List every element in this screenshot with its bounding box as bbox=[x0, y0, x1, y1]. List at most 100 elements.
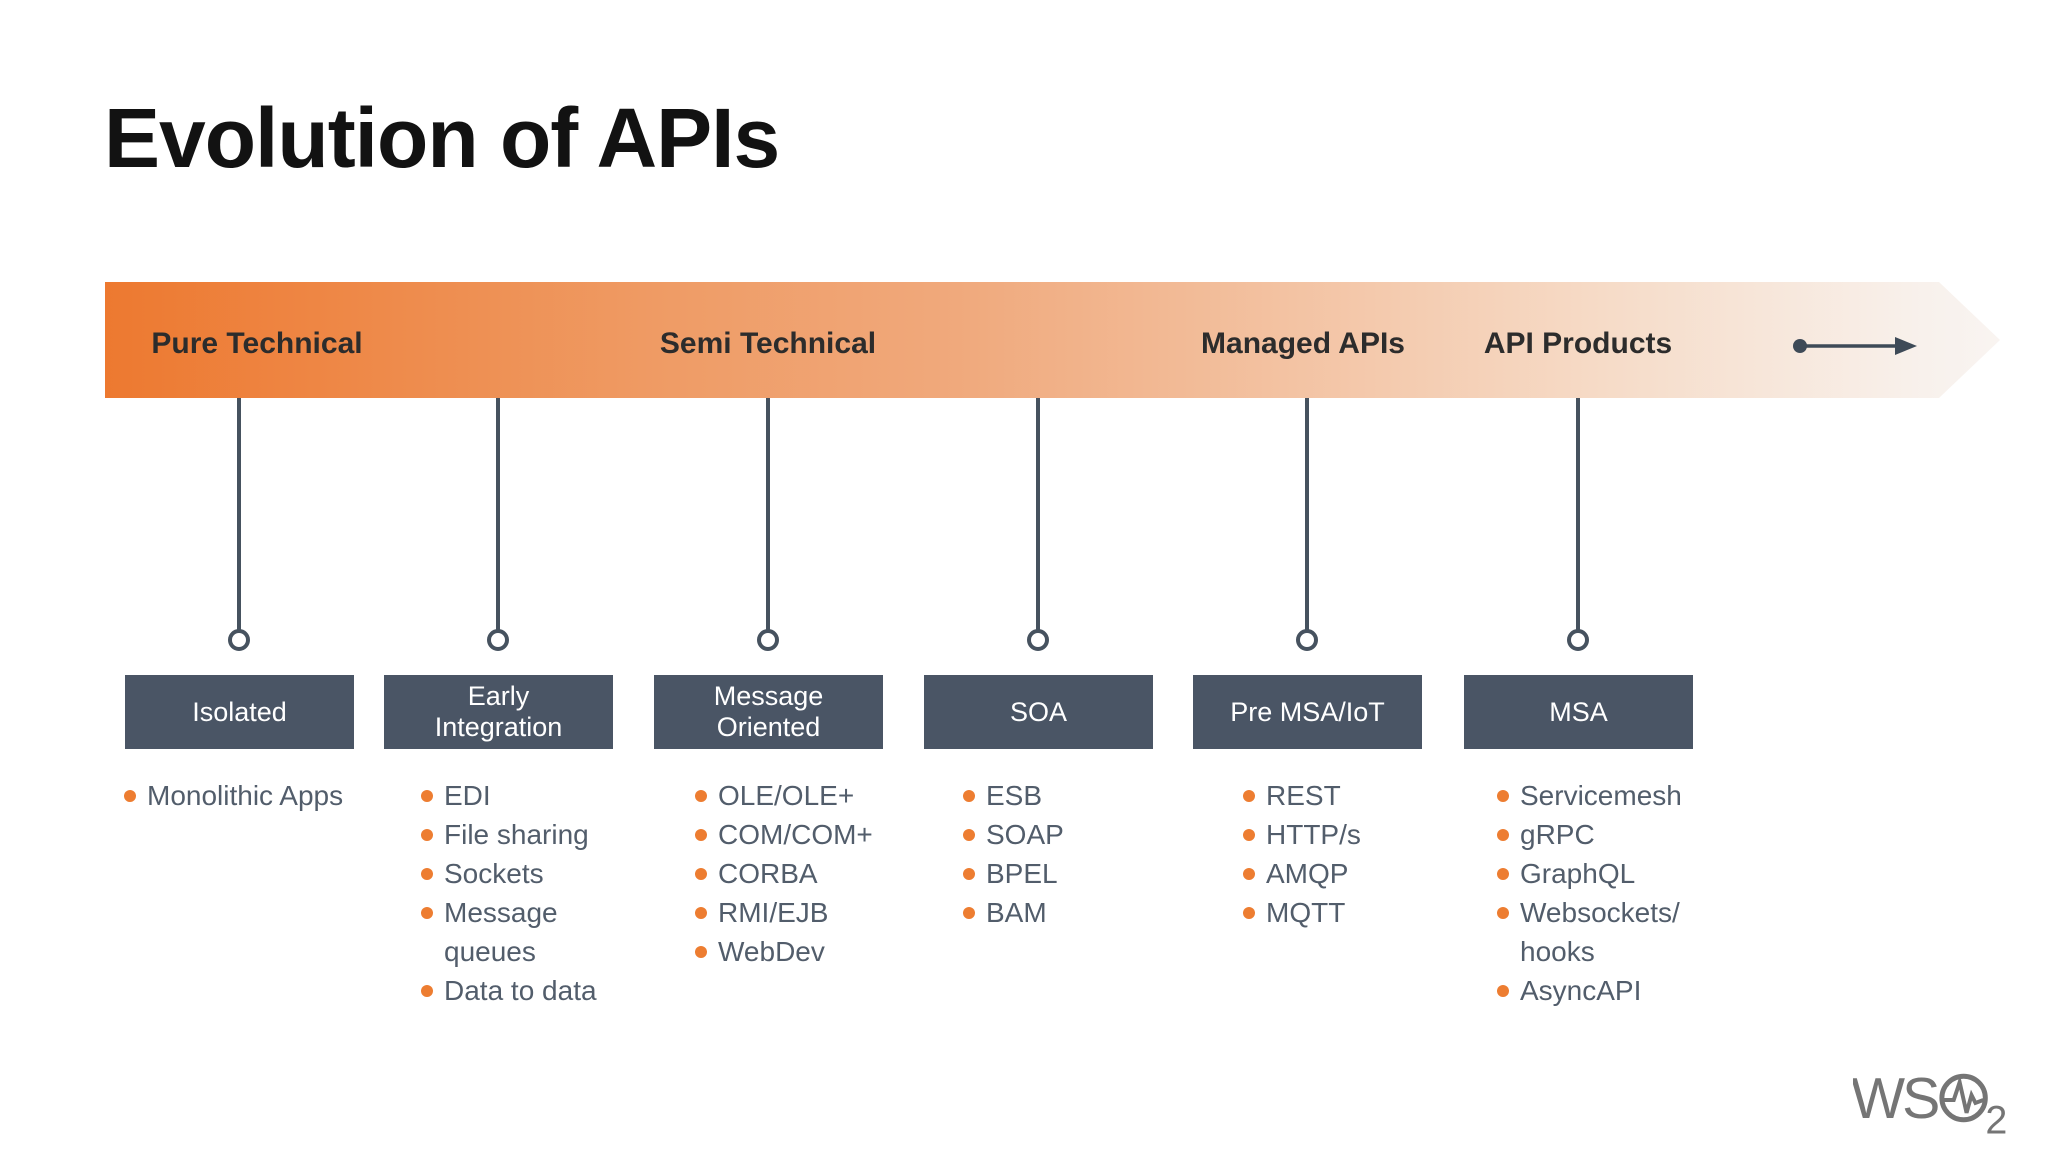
bullet-dot-icon bbox=[124, 790, 136, 802]
list-item-label: CORBA bbox=[718, 858, 818, 889]
stage-box-early-integration: Early Integration bbox=[384, 675, 613, 749]
bullet-dot-icon bbox=[695, 907, 707, 919]
wso2-logo: WS 2 bbox=[1853, 1067, 2007, 1138]
list-item: BAM bbox=[963, 893, 1213, 932]
connector-line bbox=[766, 398, 770, 630]
list-item-label: ESB bbox=[986, 780, 1043, 811]
list-item: File sharing bbox=[421, 815, 671, 854]
phase-label-api-products: API Products bbox=[1483, 327, 1673, 360]
list-item-label: Monolithic Apps bbox=[147, 780, 344, 811]
list-item: COM/COM+ bbox=[695, 815, 945, 854]
list-item-label: HTTP/s bbox=[1266, 819, 1361, 850]
connector-line bbox=[1305, 398, 1309, 630]
list-item: SOAP bbox=[963, 815, 1213, 854]
stage-box-pre-msa-iot: Pre MSA/IoT bbox=[1193, 675, 1422, 749]
bullet-dot-icon bbox=[1497, 985, 1509, 997]
stage-box-isolated: Isolated bbox=[125, 675, 354, 749]
list-item: Monolithic Apps bbox=[124, 776, 374, 815]
bullet-dot-icon bbox=[1243, 790, 1255, 802]
list-item-label: gRPC bbox=[1520, 819, 1595, 850]
list-item-label: COM/COM+ bbox=[718, 819, 873, 850]
stage-box-soa: SOA bbox=[924, 675, 1153, 749]
list-item: WebDev bbox=[695, 932, 945, 971]
logo-pulse-circle-icon bbox=[1939, 1073, 1988, 1123]
phase-label-managed-apis: Managed APIs bbox=[1201, 327, 1405, 360]
list-item: CORBA bbox=[695, 854, 945, 893]
list-item: Servicemesh bbox=[1497, 776, 1747, 815]
list-item-label: Message queues bbox=[444, 897, 558, 967]
list-item-label: Websockets/ hooks bbox=[1520, 897, 1680, 967]
list-item-label: Servicemesh bbox=[1520, 780, 1682, 811]
bullet-dot-icon bbox=[1497, 829, 1509, 841]
bullet-dot-icon bbox=[963, 868, 975, 880]
list-item: GraphQL bbox=[1497, 854, 1747, 893]
list-item-label: AMQP bbox=[1266, 858, 1349, 889]
bullet-dot-icon bbox=[1497, 907, 1509, 919]
list-item-label: BPEL bbox=[986, 858, 1058, 889]
bullet-dot-icon bbox=[1243, 907, 1255, 919]
list-item-label: MQTT bbox=[1266, 897, 1346, 928]
list-item-label: Data to data bbox=[444, 975, 597, 1006]
list-item-label: EDI bbox=[444, 780, 491, 811]
list-item-label: File sharing bbox=[444, 819, 589, 850]
list-item-label: GraphQL bbox=[1520, 858, 1636, 889]
forward-arrow-icon bbox=[1793, 337, 1917, 355]
list-item-label: OLE/OLE+ bbox=[718, 780, 855, 811]
logo-pulse-line-icon bbox=[1943, 1074, 1985, 1114]
list-item-label: REST bbox=[1266, 780, 1341, 811]
stage-list-early-integration: EDI File sharing Sockets Message queues … bbox=[421, 776, 671, 1010]
bullet-dot-icon bbox=[695, 946, 707, 958]
stage-box-msa: MSA bbox=[1464, 675, 1693, 749]
connector-line bbox=[1036, 398, 1040, 630]
bullet-dot-icon bbox=[695, 790, 707, 802]
connector-circle-icon bbox=[757, 629, 779, 651]
list-item: gRPC bbox=[1497, 815, 1747, 854]
stage-list-isolated: Monolithic Apps bbox=[124, 776, 374, 815]
bullet-dot-icon bbox=[421, 907, 433, 919]
bullet-dot-icon bbox=[1497, 790, 1509, 802]
page-title: Evolution of APIs bbox=[104, 91, 780, 185]
bullet-dot-icon bbox=[1497, 868, 1509, 880]
list-item: EDI bbox=[421, 776, 671, 815]
bullet-dot-icon bbox=[421, 829, 433, 841]
stage-list-message-oriented: OLE/OLE+ COM/COM+ CORBA RMI/EJB WebDev bbox=[695, 776, 945, 971]
connector-circle-icon bbox=[1027, 629, 1049, 651]
phase-label-semi-technical: Semi Technical bbox=[659, 327, 877, 360]
bullet-dot-icon bbox=[421, 790, 433, 802]
list-item: RMI/EJB bbox=[695, 893, 945, 932]
list-item: Sockets bbox=[421, 854, 671, 893]
list-item: Websockets/ hooks bbox=[1497, 893, 1747, 971]
timeline-band bbox=[105, 282, 2000, 398]
connector-line bbox=[496, 398, 500, 630]
list-item: Data to data bbox=[421, 971, 671, 1010]
list-item: AsyncAPI bbox=[1497, 971, 1747, 1010]
list-item: HTTP/s bbox=[1243, 815, 1493, 854]
bullet-dot-icon bbox=[421, 985, 433, 997]
bullet-dot-icon bbox=[695, 829, 707, 841]
bullet-dot-icon bbox=[963, 907, 975, 919]
list-item: ESB bbox=[963, 776, 1213, 815]
connector-line bbox=[237, 398, 241, 630]
list-item-label: AsyncAPI bbox=[1520, 975, 1642, 1006]
bullet-dot-icon bbox=[421, 868, 433, 880]
connector-circle-icon bbox=[228, 629, 250, 651]
list-item: BPEL bbox=[963, 854, 1213, 893]
bullet-dot-icon bbox=[1243, 868, 1255, 880]
connector-circle-icon bbox=[1296, 629, 1318, 651]
list-item: Message queues bbox=[421, 893, 671, 971]
phase-label-pure-technical: Pure Technical bbox=[151, 327, 363, 360]
list-item: MQTT bbox=[1243, 893, 1493, 932]
stage-list-soa: ESB SOAP BPEL BAM bbox=[963, 776, 1213, 932]
connector-circle-icon bbox=[487, 629, 509, 651]
list-item: AMQP bbox=[1243, 854, 1493, 893]
stage-list-pre-msa-iot: REST HTTP/s AMQP MQTT bbox=[1243, 776, 1493, 932]
list-item-label: WebDev bbox=[718, 936, 825, 967]
bullet-dot-icon bbox=[963, 829, 975, 841]
list-item: REST bbox=[1243, 776, 1493, 815]
connector-circle-icon bbox=[1567, 629, 1589, 651]
list-item: OLE/OLE+ bbox=[695, 776, 945, 815]
stage-list-msa: Servicemesh gRPC GraphQL Websockets/ hoo… bbox=[1497, 776, 1747, 1010]
list-item-label: BAM bbox=[986, 897, 1047, 928]
bullet-dot-icon bbox=[1243, 829, 1255, 841]
